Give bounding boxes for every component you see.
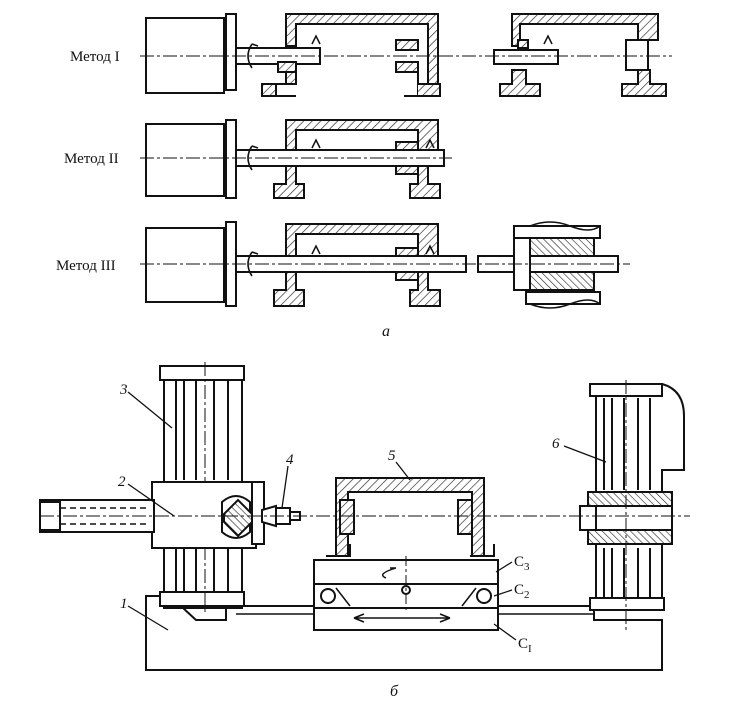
housing xyxy=(326,477,495,557)
part-b-caption: б xyxy=(390,683,399,700)
method-3-label: Метод III xyxy=(56,258,116,274)
callout-2: 2 xyxy=(118,474,126,490)
carriage-label-c1: CI xyxy=(518,636,532,655)
method-3-row xyxy=(145,221,619,309)
part-a-caption: а xyxy=(382,323,390,340)
method-1-label: Метод I xyxy=(70,49,120,65)
support-column xyxy=(579,380,685,630)
housing xyxy=(285,223,439,257)
part-a xyxy=(140,13,672,309)
cutter-tool xyxy=(311,244,321,255)
cutter-tool xyxy=(543,34,553,45)
method-2-label: Метод II xyxy=(64,151,119,167)
cutter-tool xyxy=(311,138,321,149)
cutter-tool xyxy=(311,34,321,45)
cutter-tool xyxy=(425,138,435,149)
spindle-flange xyxy=(225,119,237,199)
spindle-head xyxy=(145,227,225,303)
leader-lines xyxy=(127,391,607,641)
callout-5: 5 xyxy=(388,448,396,464)
rotation-arrow xyxy=(247,251,259,277)
callout-1: 1 xyxy=(120,596,128,612)
spindle-head xyxy=(39,481,265,549)
callout-4: 4 xyxy=(286,452,294,468)
housing xyxy=(511,13,659,47)
housing xyxy=(285,119,439,151)
cutter-tool xyxy=(425,244,435,255)
rotation-arrow xyxy=(247,145,259,171)
rotation-arrow xyxy=(247,43,259,69)
part-b xyxy=(39,362,690,671)
carriage-label-c3: C3 xyxy=(514,554,530,573)
center-lines xyxy=(140,55,672,265)
longitudinal-slide xyxy=(313,607,499,631)
spindle-head xyxy=(145,123,225,197)
callout-6: 6 xyxy=(552,436,560,452)
callout-3: 3 xyxy=(119,382,128,398)
boring-bar xyxy=(493,49,559,65)
carriage-label-c2: C2 xyxy=(514,582,530,601)
spindle-flange xyxy=(225,13,237,91)
method-1-row xyxy=(145,13,667,97)
method-2-row xyxy=(145,119,445,199)
